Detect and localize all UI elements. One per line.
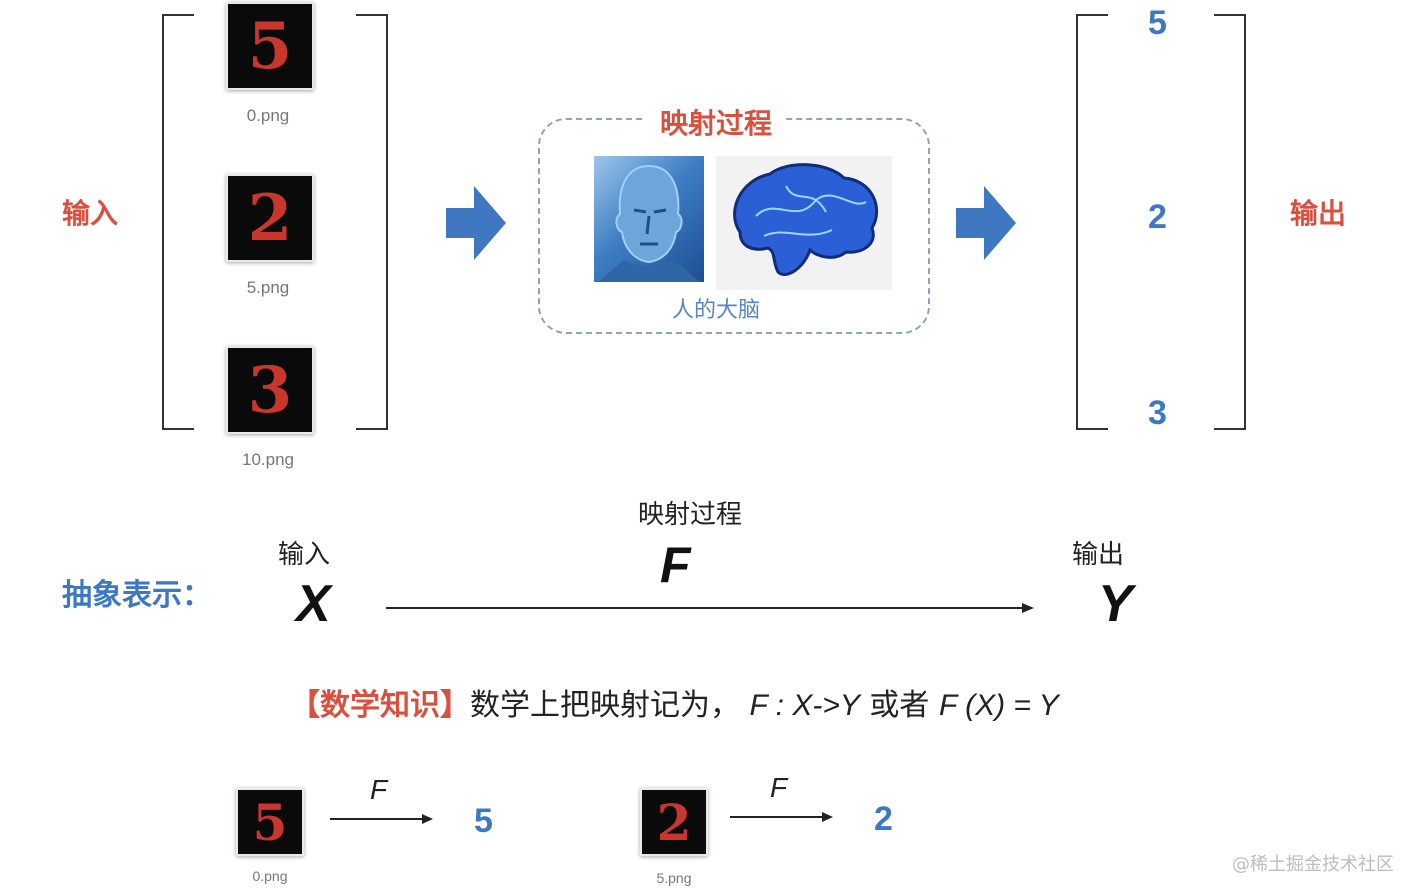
- output-bracket-right: [1214, 14, 1246, 430]
- math-note-formula-2: F (X) = Y: [938, 689, 1059, 722]
- process-title: 映射过程: [646, 102, 787, 142]
- abstract-process-caption: 映射过程: [638, 500, 743, 530]
- abstract-process-var: F: [660, 537, 691, 593]
- abstract-output-var: Y: [1098, 575, 1133, 633]
- math-note-or: 或者: [869, 688, 930, 723]
- abstract-input-var: X: [296, 575, 331, 633]
- input-digit-image-1: 5: [226, 2, 314, 90]
- input-file-caption-1: 0.png: [246, 106, 290, 125]
- example-file-caption-2: 5.png: [656, 870, 692, 886]
- example-arrow-2: [730, 812, 833, 822]
- input-digit-image-3: 3: [226, 346, 314, 434]
- process-caption: 人的大脑: [672, 298, 761, 323]
- output-bracket-left: [1076, 14, 1108, 430]
- example-digit-image-1: 5: [236, 788, 304, 856]
- watermark: @稀土掘金技术社区: [1232, 854, 1394, 875]
- abstract-output-caption: 输出: [1072, 540, 1125, 570]
- math-note-formula-1: F : X->Y: [749, 689, 860, 722]
- input-bracket-right: [356, 14, 388, 430]
- input-file-caption-2: 5.png: [246, 278, 290, 297]
- example-file-caption-1: 0.png: [252, 868, 288, 884]
- robot-head-image: [594, 156, 704, 282]
- output-value-3: 3: [1148, 394, 1167, 432]
- example-arrow-label-1: F: [370, 774, 388, 805]
- brain-image: [716, 156, 892, 290]
- output-value-2: 2: [1148, 198, 1167, 236]
- output-label: 输出: [1290, 197, 1347, 230]
- arrow-right-icon: [446, 186, 506, 260]
- math-note: 【数学知识】数学上把映射记为， F : X->Y 或者 F (X) = Y: [290, 680, 1059, 724]
- math-note-prefix: 【数学知识】: [290, 688, 470, 723]
- abstract-label: 抽象表示：: [62, 578, 212, 613]
- input-bracket-left: [162, 14, 194, 430]
- mapping-arrow: [386, 603, 1034, 613]
- input-file-caption-3: 10.png: [242, 450, 294, 469]
- output-value-1: 5: [1148, 4, 1167, 42]
- example-arrow-1: [330, 814, 433, 824]
- example-result-1: 5: [474, 802, 493, 840]
- math-note-text: 数学上把映射记为，: [470, 688, 740, 723]
- example-result-2: 2: [874, 800, 893, 838]
- input-label: 输入: [62, 197, 119, 230]
- example-arrow-label-2: F: [770, 772, 788, 803]
- arrow-right-icon-2: [956, 186, 1016, 260]
- abstract-input-caption: 输入: [278, 540, 331, 570]
- example-digit-image-2: 2: [640, 788, 708, 856]
- input-digit-image-2: 2: [226, 174, 314, 262]
